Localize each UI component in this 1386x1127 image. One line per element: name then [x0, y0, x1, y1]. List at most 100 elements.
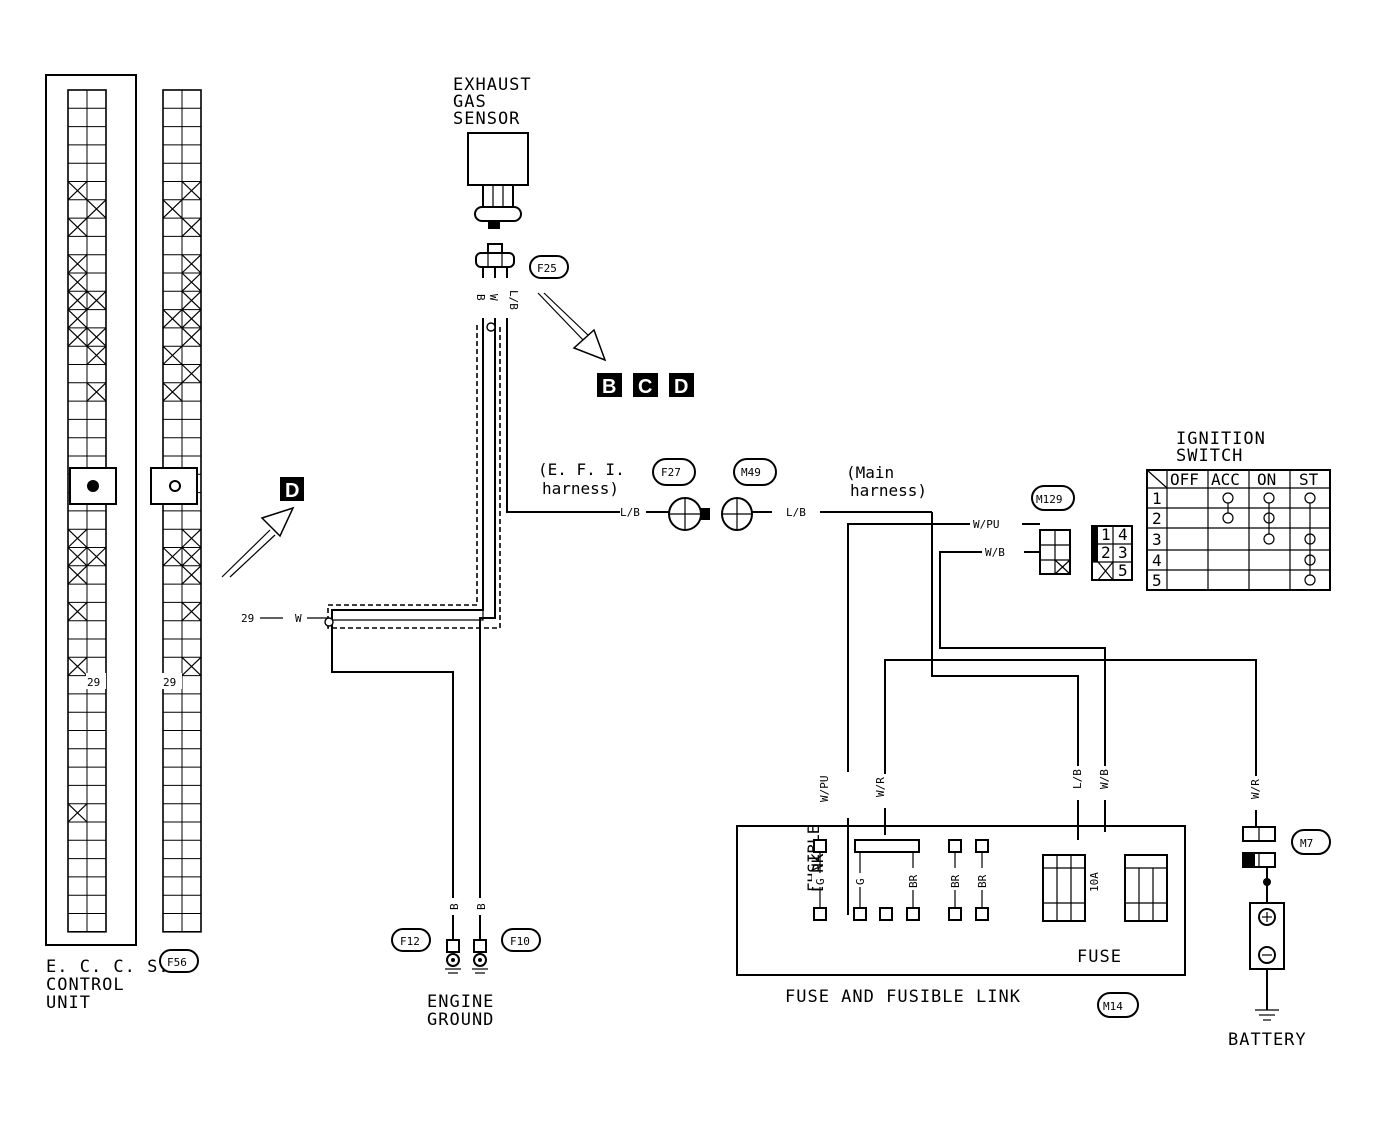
ecm-grid-blank-terminal: [67, 290, 88, 311]
f27-badge: [652, 458, 696, 486]
ignition-col-st: ST: [1299, 470, 1319, 489]
wire-wr-vertical: W/R: [874, 777, 887, 797]
ecm-grid-blank-terminal: [86, 199, 107, 219]
m129-badge-label: M129: [1036, 493, 1063, 506]
f25-connector: [487, 243, 503, 254]
m129-pin-1: 1: [1101, 525, 1111, 544]
m7-badge: [1291, 829, 1331, 855]
f10-badge-label: F10: [510, 935, 530, 948]
ref-arrow-bcd: B C D: [537, 292, 694, 398]
link-2-color: G: [854, 878, 867, 885]
wire-lb-vertical: L/B: [1071, 769, 1084, 789]
ecm-grid-blank-terminal: [86, 547, 107, 567]
wire-wpu-text: W/PU: [973, 518, 1000, 531]
wire-lb-label-2: L/B: [786, 506, 806, 519]
link-5-color: BR: [976, 874, 989, 888]
f56-grid-blank-terminal: [162, 547, 183, 567]
wire-wb-label: W/B: [985, 546, 1005, 559]
f56-grid-blank-terminal: [181, 309, 202, 329]
sensor-body: [467, 132, 529, 186]
f56-grid-blank-terminal: [181, 547, 202, 567]
ignition-switch: IGNITION SWITCH OFF ACC ON ST 1 2 3 4 5: [1146, 429, 1331, 591]
f56-grid-blank-terminal: [181, 272, 202, 292]
ignition-row-3: 3: [1152, 530, 1162, 549]
ecm-label-line-2: CONTROL: [46, 975, 125, 995]
ref-badge-b: [597, 373, 622, 397]
ignition-table: [1146, 469, 1331, 591]
ecm-grid-blank-terminal: [86, 382, 107, 402]
sensor-shielded-wires: 29 W: [241, 318, 620, 905]
f56-grid-blank-terminal: [181, 327, 202, 347]
f27-badge-label: F27: [661, 466, 681, 479]
ground-label-line-2: GROUND: [427, 1010, 494, 1030]
ecm-grid-blank-terminal: [67, 601, 88, 622]
m129-pin-2: 2: [1101, 543, 1111, 562]
f12-badge: [391, 928, 431, 952]
f56-badge: [159, 949, 199, 973]
ecm-grid-blank-terminal: [67, 656, 88, 677]
fuse-cluster-2: [1124, 854, 1168, 922]
ref-badge-d-single-label: D: [285, 480, 299, 502]
f12-terminal: [446, 939, 460, 953]
link-1-color: G: [814, 878, 827, 885]
battery-label: BATTERY: [1228, 1030, 1307, 1050]
efi-harness-line-2: harness): [542, 479, 619, 498]
ecm-grid-blank-terminal: [67, 547, 88, 567]
ecm-pin-29-label: 29: [87, 676, 100, 689]
f25-pin-b: B: [474, 294, 487, 301]
main-harness-line-2: harness): [850, 481, 927, 500]
ignition-title-line-2: SWITCH: [1176, 446, 1243, 466]
ref-arrow-d: D: [221, 477, 304, 578]
f25-badge: [529, 255, 569, 279]
ignition-row-4: 4: [1152, 551, 1162, 570]
wire-pin-29-label: 29: [241, 612, 254, 625]
ecm-terminal-grid: [67, 89, 107, 933]
ignition-col-acc: ACC: [1211, 470, 1240, 489]
f10-badge: [501, 928, 541, 952]
ref-badge-c-label: C: [638, 376, 652, 398]
wire-wb-vertical: W/B: [1098, 769, 1111, 789]
fuse-block-title: FUSE AND FUSIBLE LINK: [785, 987, 1021, 1007]
fuse-label: FUSE: [1077, 947, 1122, 967]
f56-grid-blank-terminal: [181, 290, 202, 311]
m129-pinout: [1091, 525, 1133, 581]
f56-grid-blank-terminal: [162, 345, 183, 365]
f25-pin-w: W: [487, 294, 500, 301]
ground-wire-b1: B: [448, 903, 461, 910]
ecm-grid-blank-terminal: [67, 327, 88, 347]
f56-grid-blank-terminal: [181, 528, 202, 548]
eccs-control-unit: 29 E. C. C. S. CONTROL UNIT: [45, 74, 169, 1013]
f56-grid-blank-terminal: [181, 254, 202, 274]
f56-terminal-grid: [162, 89, 202, 933]
wire-pin-29-color: W: [295, 612, 302, 625]
ref-badge-d-single: [280, 477, 304, 501]
f56-grid-blank-terminal: [181, 217, 202, 237]
m14-badge: [1097, 992, 1139, 1018]
f10-terminal: [473, 939, 487, 953]
ignition-col-on: ON: [1257, 470, 1276, 489]
m129-pin-5: 5: [1118, 561, 1128, 580]
ecm-grid-blank-terminal: [86, 327, 107, 347]
link-4-color: BR: [949, 874, 962, 888]
wire-wr-battery: W/R: [1249, 779, 1262, 799]
fuse-rating: 10A: [1088, 872, 1101, 892]
ecm-grid-blank-terminal: [67, 181, 88, 201]
f12-badge-label: F12: [400, 935, 420, 948]
ref-badge-d-label: D: [674, 376, 688, 398]
connector-f56: 29 F56: [150, 89, 202, 973]
ref-badge-c: [633, 373, 658, 397]
wire-lb-label-1: L/B: [620, 506, 640, 519]
ecm-label-line-3: UNIT: [46, 993, 91, 1013]
engine-ground: B B F12 F10 ENGINE GROUND: [391, 898, 541, 1030]
f56-lock-ring: [169, 480, 181, 492]
ground-wire-b2: B: [475, 903, 488, 910]
wire-wpu-vertical: W/PU: [818, 776, 831, 803]
f56-grid-blank-terminal: [181, 601, 202, 622]
ignition-row-1: 1: [1152, 489, 1162, 508]
battery: M7 BATTERY: [1228, 826, 1331, 1050]
fuse-block-outline: [736, 825, 1186, 976]
ignition-row-5: 5: [1152, 571, 1162, 590]
m49-badge: [733, 458, 777, 486]
ecm-grid-blank-terminal: [67, 309, 88, 329]
